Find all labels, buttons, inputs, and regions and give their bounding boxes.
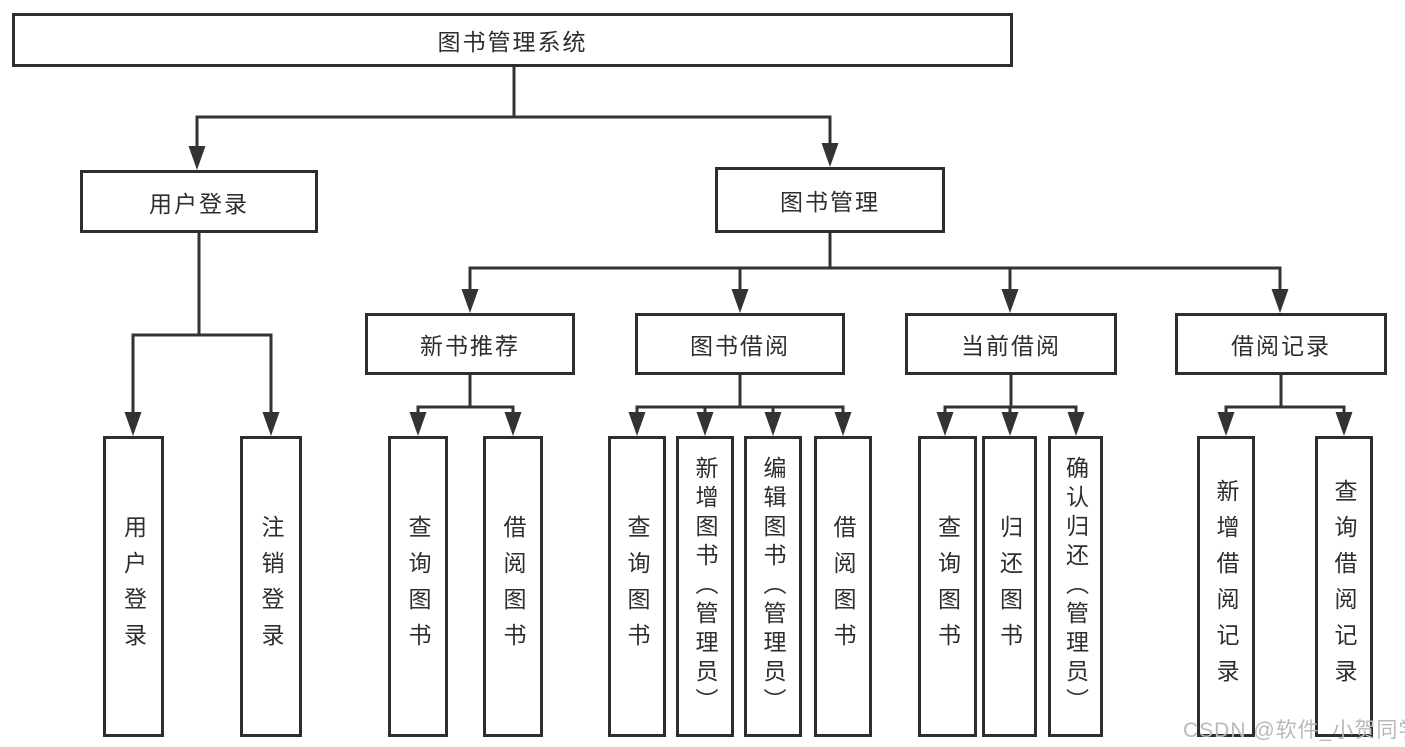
node-borrow-edit-books-admin: 编辑图书（管理员） [744,436,802,737]
node-recommend-borrow-books: 借阅图书 [483,436,543,737]
node-login-user: 用户登录 [103,436,164,737]
node-current-search-books: 查询图书 [918,436,977,737]
node-borrow-borrow-books: 借阅图书 [814,436,872,737]
node-records-add: 新增借阅记录 [1197,436,1255,737]
watermark-text: CSDN @软件_小贺同学 [1183,719,1405,742]
node-book-management: 图书管理 [715,167,945,233]
node-records-search: 查询借阅记录 [1315,436,1373,737]
node-root: 图书管理系统 [12,13,1013,67]
node-book-borrow: 图书借阅 [635,313,845,375]
node-user-login: 用户登录 [80,170,318,233]
node-current-return-books: 归还图书 [982,436,1037,737]
node-new-book-recommend: 新书推荐 [365,313,575,375]
node-borrow-search-books: 查询图书 [608,436,666,737]
node-current-borrow: 当前借阅 [905,313,1117,375]
node-recommend-search-books: 查询图书 [388,436,448,737]
node-logout: 注销登录 [240,436,302,737]
node-current-confirm-return-admin: 确认归还（管理员） [1048,436,1103,737]
node-borrow-records: 借阅记录 [1175,313,1387,375]
node-borrow-add-books-admin: 新增图书（管理员） [676,436,734,737]
